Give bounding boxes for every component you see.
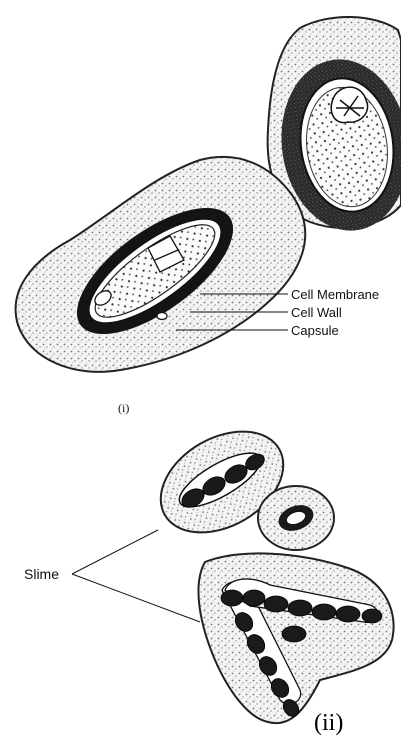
label-capsule: Capsule bbox=[291, 323, 339, 338]
panel-ii: Slime (ii) bbox=[24, 411, 394, 736]
label-cell-membrane: Cell Membrane bbox=[291, 287, 379, 302]
capsule-marker bbox=[157, 313, 167, 320]
slime-cell-small bbox=[258, 486, 334, 550]
panel-ii-label: (ii) bbox=[314, 710, 343, 736]
slime-cell-large bbox=[198, 553, 393, 723]
panel-i: Cell Membrane Cell Wall Capsule (i) bbox=[16, 17, 401, 415]
panel-i-label: (i) bbox=[118, 401, 129, 415]
label-slime: Slime bbox=[24, 566, 59, 582]
nucleoid bbox=[331, 87, 367, 123]
leader-lines-ii bbox=[72, 530, 200, 622]
capsulated-rod-cell bbox=[16, 157, 306, 372]
label-cell-wall: Cell Wall bbox=[291, 305, 342, 320]
